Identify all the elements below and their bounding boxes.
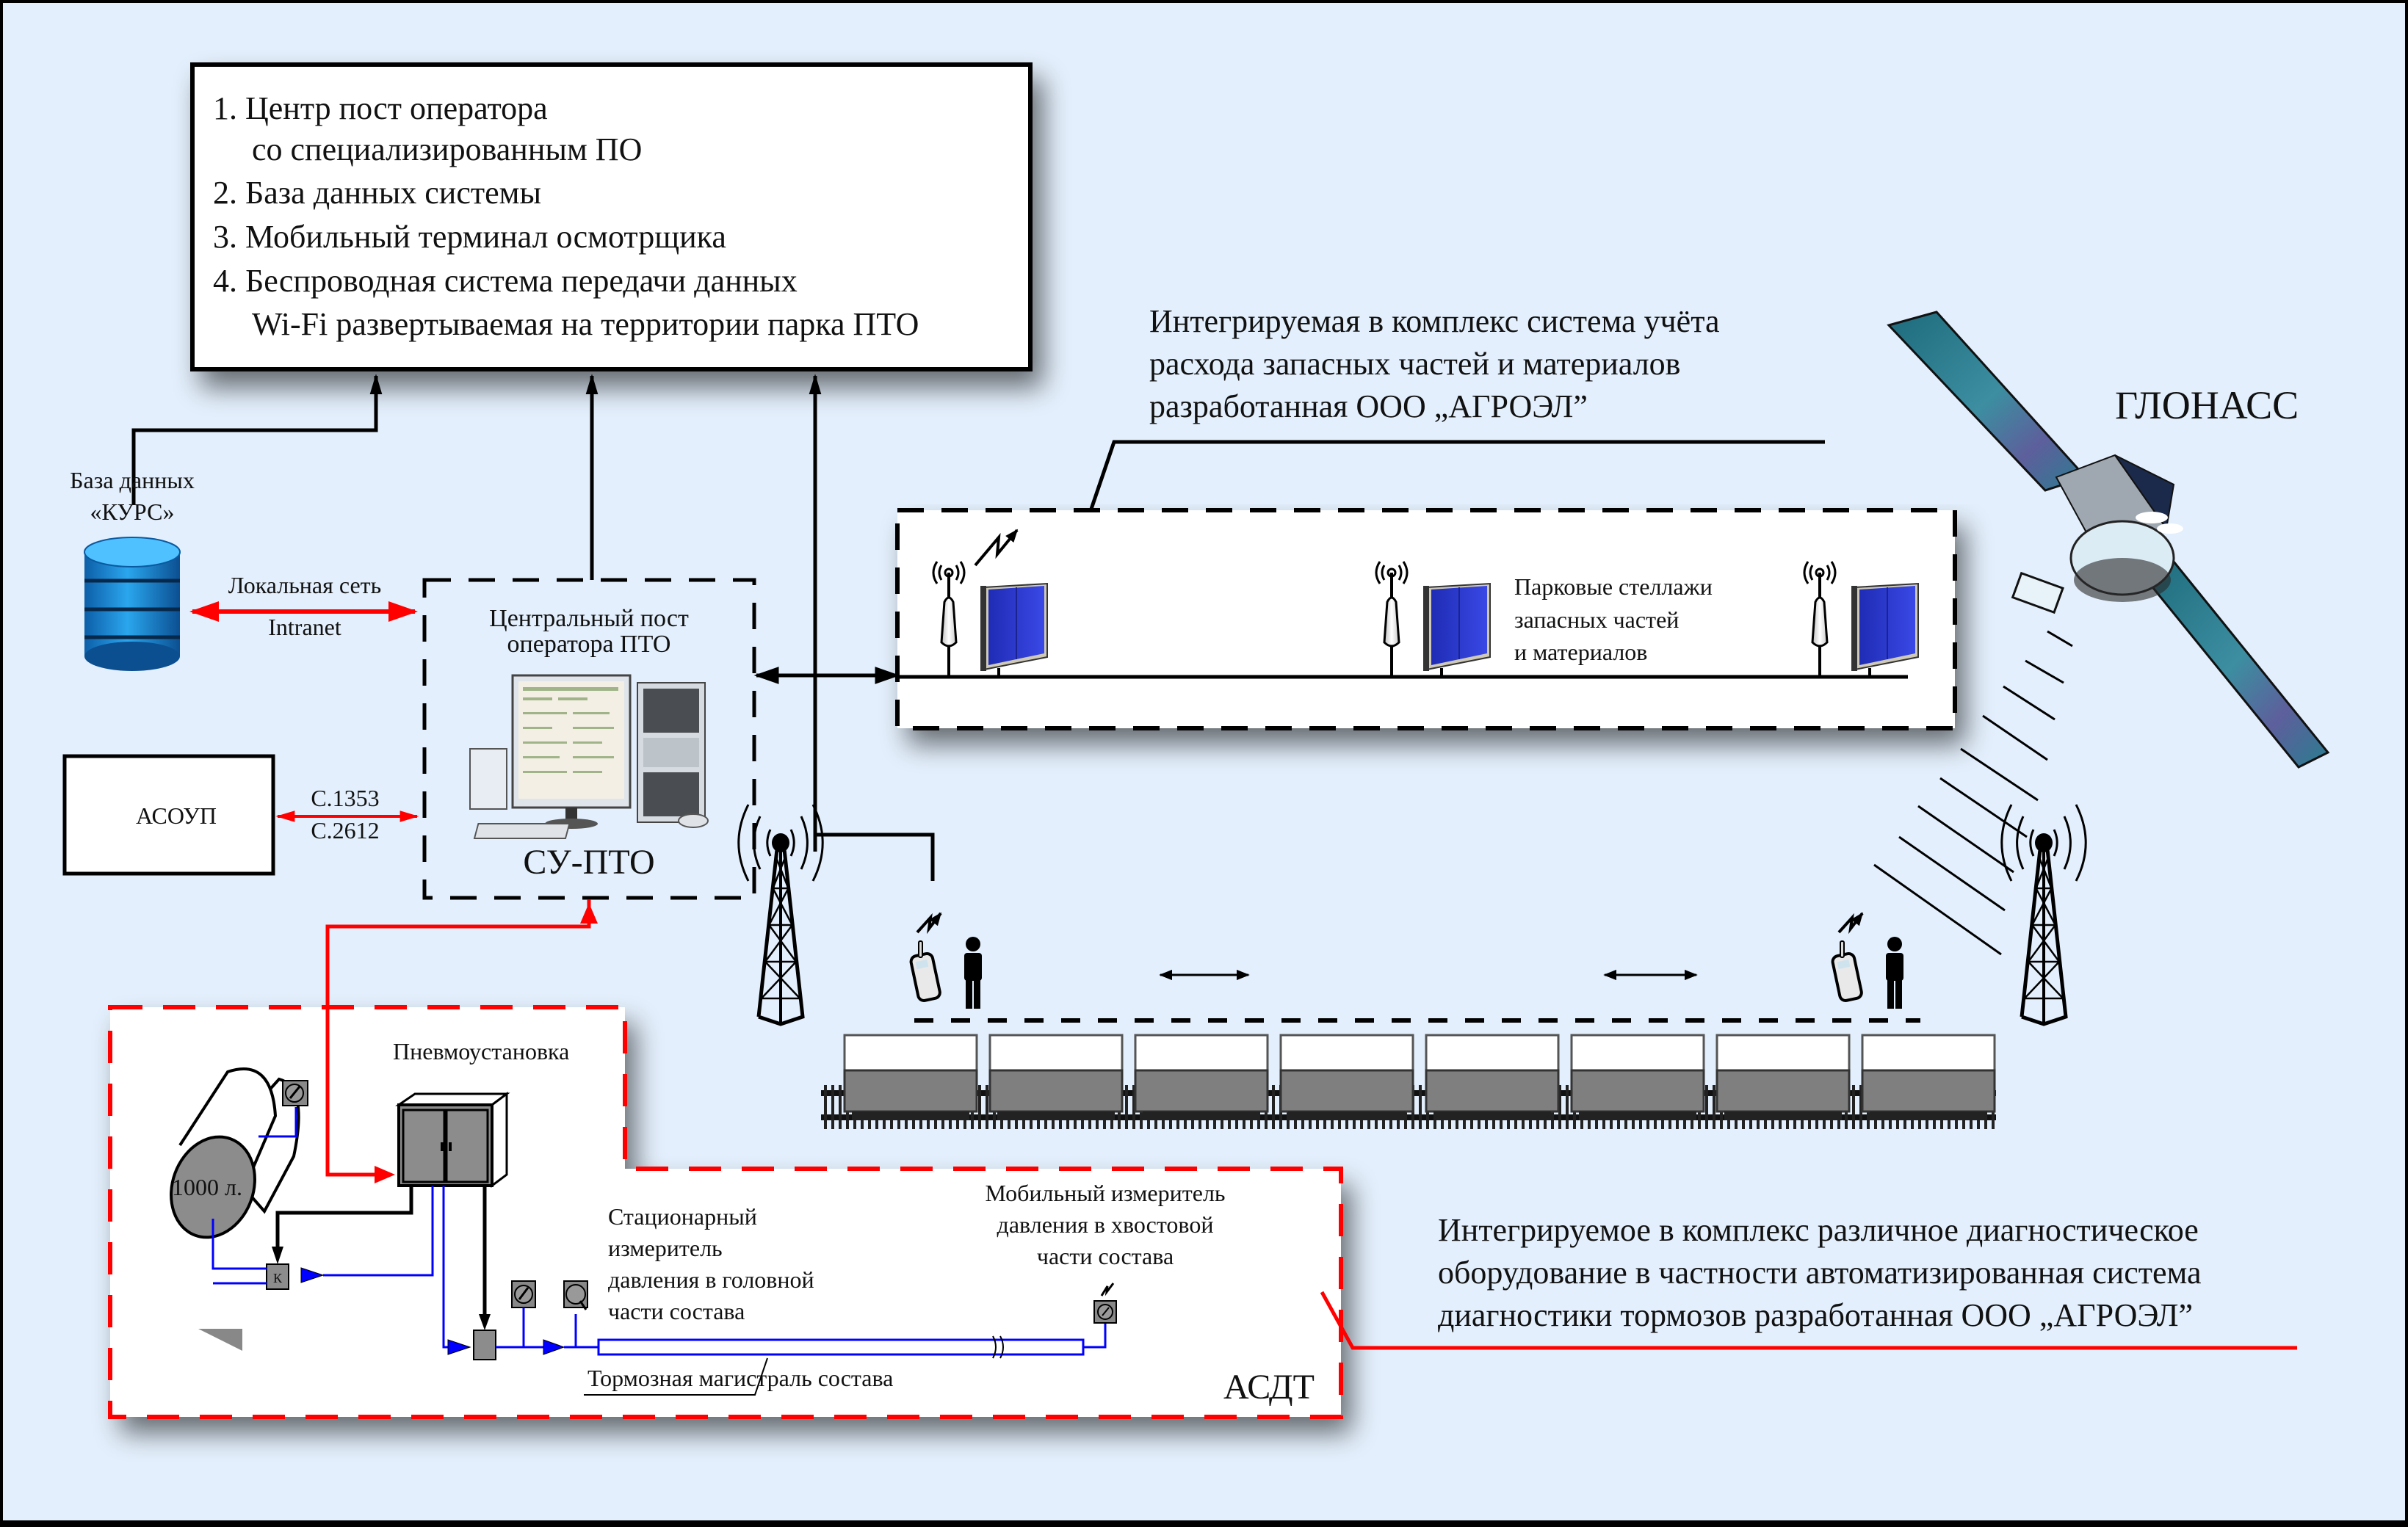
asoup-code: С.2612 (311, 817, 379, 844)
top-connectors (131, 374, 822, 852)
list-line: 1. Центр пост оператора (213, 90, 548, 126)
cabinet-icon (980, 582, 1048, 677)
freight-wagon-icon (1861, 1034, 1996, 1120)
asoup-box: АСОУП (62, 754, 275, 876)
computer-workstation-icon (469, 674, 709, 839)
freight-wagon-icon (988, 1034, 1124, 1120)
asoup-link: С.1353 С.2612 (275, 785, 419, 844)
control-line (275, 1186, 413, 1252)
pressure-gauge-icon (282, 1080, 308, 1106)
list-line: со специализированным ПО (252, 131, 642, 167)
radio-tower-icon (737, 804, 824, 1026)
database-label: «КУРС» (90, 498, 175, 525)
pressure-gauge-icon (511, 1280, 536, 1308)
central-post-title: Центральный пост (489, 605, 689, 632)
top-info-box: 1. Центр пост оператора со специализиров… (190, 62, 1033, 371)
freight-wagon-icon (1570, 1034, 1705, 1120)
signal-lightning-icon (974, 529, 1019, 567)
valve-label: К (273, 1271, 283, 1285)
stationary-meter-label: Стационарный (608, 1203, 757, 1230)
signal-lightning-icon (1837, 912, 1864, 935)
brake-line-label: Тормозная магистраль состава (587, 1365, 893, 1391)
stationary-meter-label: измеритель (608, 1235, 723, 1261)
racks-label: Парковые стеллажи (1514, 573, 1713, 600)
signal-lightning-icon (916, 912, 942, 935)
train (821, 1034, 1996, 1129)
inspector (1831, 912, 1903, 1009)
database-label: База данных (70, 467, 195, 493)
satellite-beams (1873, 630, 2073, 956)
freight-wagon-icon (1279, 1034, 1414, 1120)
stationary-meter-label: части состава (608, 1298, 745, 1324)
central-post-title: оператора ПТО (507, 631, 671, 658)
air-tank-icon: 1000 л. (170, 1067, 300, 1351)
freight-wagon-icon (1425, 1034, 1560, 1120)
mobile-gauge-icon (1093, 1283, 1117, 1324)
asoup-label: АСОУП (136, 802, 217, 829)
list-line: 2. База данных системы (213, 175, 541, 211)
arrow-up-icon (580, 903, 598, 924)
annotation-line: оборудование в частности автоматизирован… (1438, 1255, 2202, 1291)
central-post-box: Центральный пост оператора ПТО (422, 578, 756, 900)
pneumo-label: Пневмоустановка (393, 1038, 569, 1064)
annotation-line: Интегрируемое в комплекс различное диагн… (1438, 1212, 2199, 1248)
person-icon (1886, 937, 1903, 1009)
asdt-title: АСДТ (1223, 1368, 1315, 1407)
diagnostics-annotation: Интегрируемое в комплекс различное диагн… (1320, 1212, 2297, 1350)
wifi-access-point-icon (1375, 561, 1409, 677)
list-line: 4. Беспроводная система передачи данных (213, 263, 798, 299)
lan-link: Локальная сеть Intranet (189, 572, 418, 640)
mobile-phone-icon (1831, 940, 1863, 1002)
radio-tower-icon (2000, 804, 2087, 1026)
parts-racks-box: Парковые стеллажи запасных частей и мате… (895, 508, 1957, 730)
stationary-meter-label: давления в головной (608, 1266, 814, 1293)
list-line: 3. Мобильный терминал осмотрщика (213, 219, 726, 255)
glonass-label: ГЛОНАСС (2115, 383, 2299, 427)
racks-label: и материалов (1514, 639, 1647, 665)
intranet-label: Intranet (268, 614, 341, 640)
arrow-right-icon (375, 1166, 395, 1183)
wifi-access-point-icon (932, 561, 966, 677)
person-icon (964, 937, 982, 1009)
distributor-icon (473, 1330, 496, 1360)
satellite-icon (1887, 311, 2330, 769)
db-to-top-connector (131, 374, 383, 505)
lan-label: Локальная сеть (228, 572, 381, 598)
mobile-meter-label: Мобильный измеритель (985, 1180, 1225, 1206)
cabinet-icon (1423, 582, 1491, 677)
list-line: Wi-Fi развертываемая на территории парка… (252, 306, 919, 342)
database-icon (84, 537, 181, 671)
brake-line-pipe (597, 1338, 1085, 1356)
mobile-phone-icon (909, 940, 941, 1002)
pneumo-cabinet-icon (395, 1092, 510, 1188)
asdt-region: Пневмоустановка 1000 л. (108, 899, 1343, 1419)
tower-inspector-connector (815, 833, 935, 881)
wifi-access-point-icon (1803, 561, 1837, 677)
freight-wagon-icon (1134, 1034, 1269, 1120)
asoup-code: С.1353 (311, 785, 379, 811)
valve-k-icon: К (266, 1263, 289, 1290)
database-kurs: База данных «КУРС» (70, 467, 195, 671)
annotation-line: разработанная ООО „АГРОЭЛ” (1149, 388, 1588, 424)
su-pto-caption: СУ-ПТО (523, 843, 654, 882)
annotation-line: расхода запасных частей и материалов (1149, 346, 1680, 382)
cabinet-icon (1851, 582, 1919, 677)
freight-wagon-icon (1715, 1034, 1851, 1120)
annotation-line: Интегрируемая в комплекс система учёта (1149, 303, 1720, 339)
mobile-meter-label: давления в хвостовой (997, 1211, 1214, 1238)
freight-wagon-icon (843, 1034, 978, 1120)
racks-label: запасных частей (1514, 606, 1679, 633)
mobile-meter-label: части состава (1037, 1243, 1174, 1269)
inspector (909, 912, 982, 1009)
parts-system-annotation: Интегрируемая в комплекс система учёта р… (1074, 303, 1825, 555)
pressure-sensor-icon (563, 1280, 588, 1310)
annotation-line: диагностики тормозов разработанная ООО „… (1438, 1297, 2193, 1333)
tank-label: 1000 л. (172, 1174, 242, 1200)
